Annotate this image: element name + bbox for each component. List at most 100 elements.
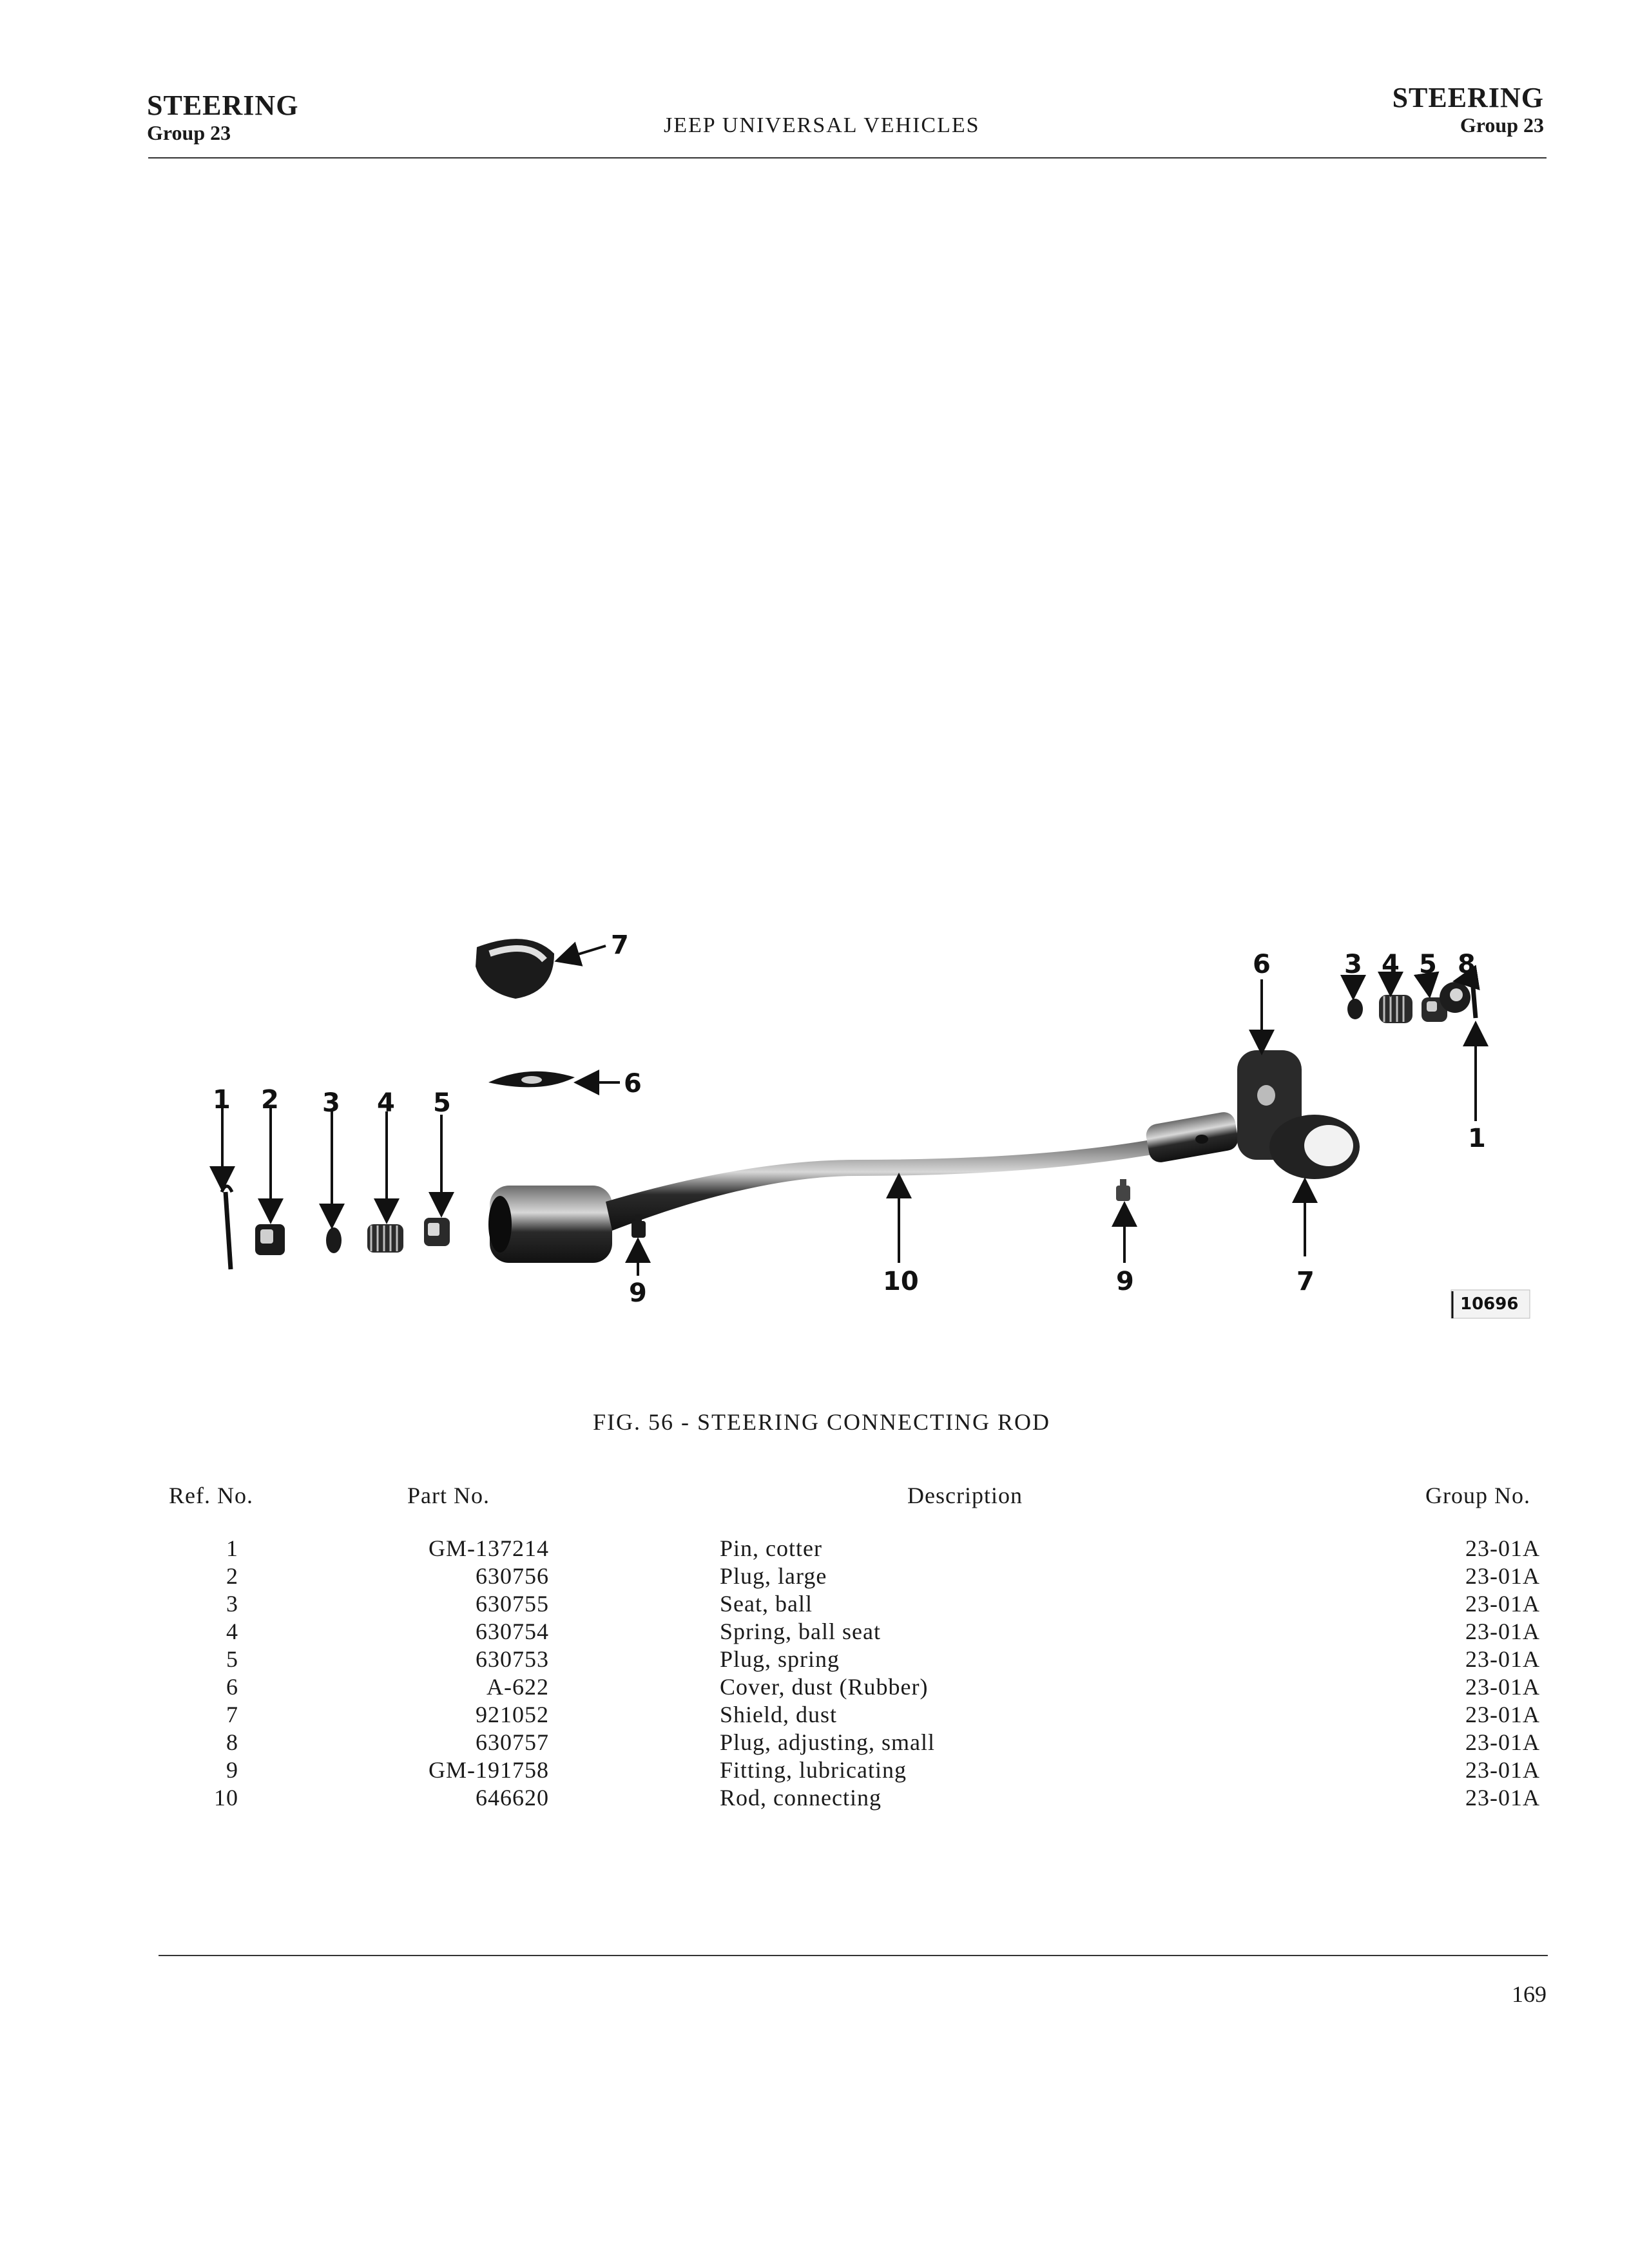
section-title-left: STEERING (147, 90, 299, 121)
table-row: 8 630757 Plug, adjusting, small 23-01A (0, 1729, 1629, 1756)
description: Fitting, lubricating (720, 1757, 907, 1783)
description: Cover, dust (Rubber) (720, 1674, 929, 1700)
adjusting-plug-small (1440, 982, 1470, 1013)
description: Pin, cotter (720, 1535, 822, 1561)
table-body: 1 GM-137214 Pin, cotter 23-01A 2 630756 … (0, 1535, 1629, 1812)
ref-no: 3 (226, 1591, 238, 1617)
ref-no: 8 (226, 1729, 238, 1755)
table-row: 1 GM-137214 Pin, cotter 23-01A (0, 1535, 1629, 1562)
description: Plug, adjusting, small (720, 1729, 936, 1755)
footer-rule (159, 1955, 1548, 1956)
exploded-view-drawing: 1 2 3 4 5 7 6 9 10 9 7 6 3 4 5 8 1 10696 (209, 930, 1530, 1319)
spring-left (367, 1224, 403, 1253)
header-rule (148, 157, 1547, 159)
callout-7-right: 7 (1296, 1267, 1315, 1296)
group-no: 23-01A (1465, 1785, 1540, 1811)
group-no: 23-01A (1465, 1757, 1540, 1783)
lube-fitting-left (631, 1215, 646, 1238)
group-no: 23-01A (1465, 1702, 1540, 1727)
leader-arrows (209, 941, 1489, 1276)
group-label-left: Group 23 (147, 121, 231, 144)
dust-cover-top (488, 1071, 575, 1088)
ref-no: 10 (214, 1785, 238, 1811)
callout-9-left: 9 (629, 1278, 647, 1308)
dust-shield-right (1269, 1115, 1360, 1179)
section-title-right: STEERING (1392, 82, 1544, 113)
ref-no: 6 (226, 1674, 238, 1700)
col-header-description: Description (907, 1483, 1023, 1508)
part-no: 630753 (476, 1646, 549, 1672)
group-no: 23-01A (1465, 1729, 1540, 1755)
part-no: 630754 (476, 1619, 549, 1644)
table-row: 9 GM-191758 Fitting, lubricating 23-01A (0, 1756, 1629, 1784)
group-label-right: Group 23 (1460, 113, 1544, 137)
header-right: STEERING Group 23 (1393, 82, 1544, 137)
callout-7-top: 7 (611, 930, 629, 960)
part-no: 646620 (476, 1785, 549, 1811)
ref-no: 5 (226, 1646, 238, 1672)
spring-plug-left (424, 1218, 450, 1246)
ball-seat-right (1347, 999, 1363, 1019)
figure-caption: FIG. 56 - STEERING CONNECTING ROD (593, 1409, 1050, 1435)
callout-4-left: 4 (377, 1088, 395, 1118)
connecting-rod (488, 1112, 1239, 1263)
figure-number: 10696 (1460, 1294, 1518, 1314)
group-no: 23-01A (1465, 1646, 1540, 1672)
callout-2-left: 2 (261, 1085, 279, 1115)
table-row: 3 630755 Seat, ball 23-01A (0, 1590, 1629, 1618)
col-header-ref: Ref. No. (169, 1483, 253, 1508)
group-no: 23-01A (1465, 1591, 1540, 1617)
col-header-part: Part No. (407, 1483, 490, 1508)
description: Plug, spring (720, 1646, 840, 1672)
figure-number-tag: 10696 (1451, 1289, 1530, 1319)
lube-fitting-right (1116, 1179, 1130, 1201)
group-no: 23-01A (1465, 1674, 1540, 1700)
page-number: 169 (1512, 1981, 1547, 2007)
callout-6-right: 6 (1253, 950, 1271, 979)
ref-no: 9 (226, 1757, 238, 1783)
callout-3-right: 3 (1344, 950, 1362, 979)
table-row: 7 921052 Shield, dust 23-01A (0, 1701, 1629, 1729)
header-left: STEERING Group 23 (147, 90, 299, 145)
callout-1-left: 1 (213, 1085, 231, 1115)
part-no: A-622 (487, 1674, 549, 1700)
description: Plug, large (720, 1563, 827, 1589)
cotter-pin-left (220, 1184, 234, 1270)
part-no: GM-191758 (429, 1757, 549, 1783)
description: Rod, connecting (720, 1785, 882, 1811)
ref-no: 4 (226, 1619, 238, 1644)
group-no: 23-01A (1465, 1563, 1540, 1589)
cotter-pin-right (1470, 979, 1478, 1019)
table-row: 6 A-622 Cover, dust (Rubber) 23-01A (0, 1673, 1629, 1701)
ref-no: 7 (226, 1702, 238, 1727)
description: Seat, ball (720, 1591, 813, 1617)
table-row: 2 630756 Plug, large 23-01A (0, 1562, 1629, 1590)
group-no: 23-01A (1465, 1535, 1540, 1561)
table-row: 5 630753 Plug, spring 23-01A (0, 1646, 1629, 1673)
group-no: 23-01A (1465, 1619, 1540, 1644)
table-row: 4 630754 Spring, ball seat 23-01A (0, 1618, 1629, 1646)
large-plug-left (255, 1224, 285, 1255)
callout-4-right: 4 (1382, 950, 1400, 979)
part-no: 630755 (476, 1591, 549, 1617)
col-header-group: Group No. (1425, 1483, 1530, 1508)
callout-3-left: 3 (322, 1088, 340, 1118)
part-no: 630757 (476, 1729, 549, 1755)
callout-5-left: 5 (433, 1088, 451, 1118)
ref-no: 2 (226, 1563, 238, 1589)
ball-seat-left (326, 1227, 342, 1253)
callout-1-right: 1 (1468, 1124, 1486, 1153)
parts-illustration: 1 2 3 4 5 7 6 9 10 9 7 6 3 4 5 8 1 10696 (193, 889, 1547, 1353)
part-no: 921052 (476, 1702, 549, 1727)
callout-10: 10 (883, 1267, 919, 1296)
callout-9-right: 9 (1116, 1267, 1134, 1296)
callout-6-top: 6 (624, 1069, 642, 1099)
document-title: JEEP UNIVERSAL VEHICLES (664, 113, 980, 137)
part-no: 630756 (476, 1563, 549, 1589)
description: Shield, dust (720, 1702, 838, 1727)
dust-shield-top (476, 939, 554, 999)
table-row: 10 646620 Rod, connecting 23-01A (0, 1784, 1629, 1812)
callout-5-right: 5 (1419, 950, 1437, 979)
ref-no: 1 (226, 1535, 238, 1561)
description: Spring, ball seat (720, 1619, 881, 1644)
